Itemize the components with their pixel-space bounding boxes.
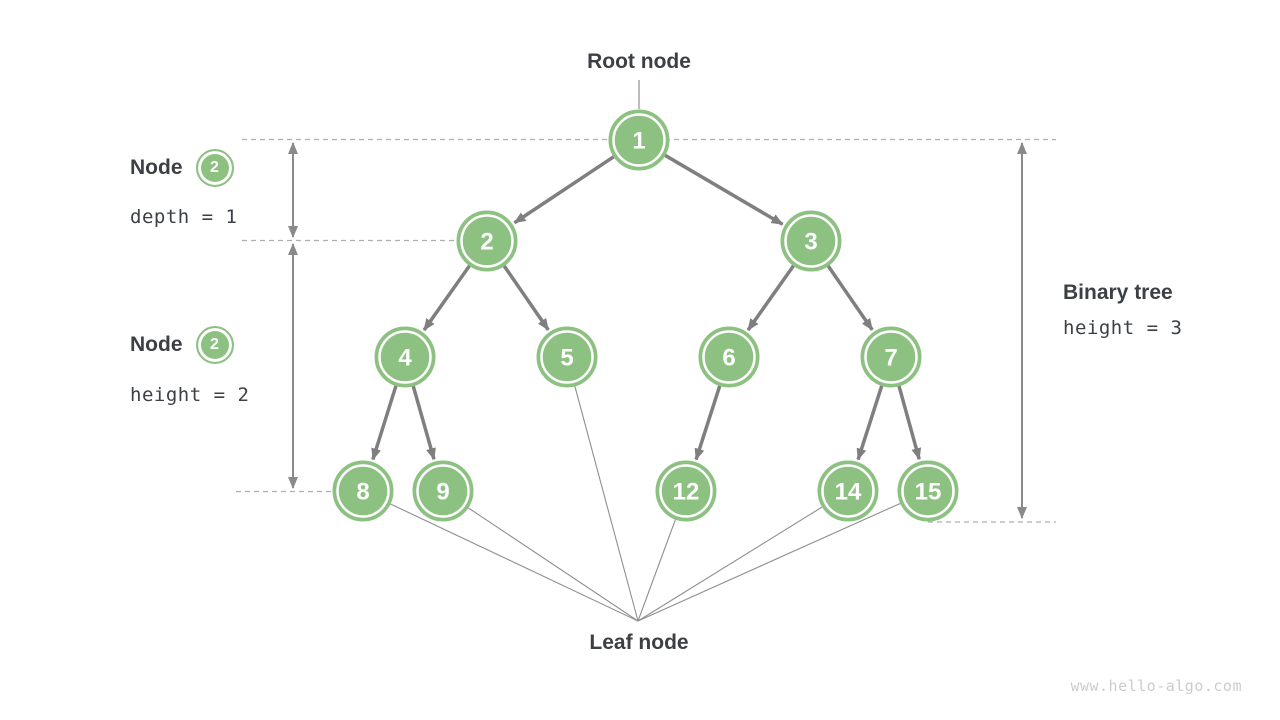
tree-node-ring-15 [901, 464, 955, 518]
tree-node-circle-7 [860, 326, 922, 388]
tree-edge-6-12 [694, 385, 722, 461]
tree-edge-4-9 [411, 385, 436, 461]
tree-node-5: 5 [536, 326, 598, 388]
tree-node-value-12: 12 [673, 479, 700, 506]
tree-edge-1-3 [663, 153, 784, 226]
tree-node-circle-6 [698, 326, 760, 388]
node-depth-title: Node [130, 156, 183, 179]
leaf-pointer-line-5 [574, 386, 639, 622]
tree-node-6: 6 [698, 326, 760, 388]
tree-node-circle-14 [817, 460, 879, 522]
tree-node-ring-4 [378, 330, 432, 384]
watermark: www.hello-algo.com [1070, 677, 1242, 695]
leaf-pointer-line-14 [637, 506, 823, 622]
node-height-badge-circle: 2 [195, 326, 234, 364]
leaf-pointer-line-12 [637, 519, 676, 622]
tree-node-circle-2 [456, 210, 518, 272]
tree-node-ring-14 [821, 464, 875, 518]
tree-node-8: 8 [332, 460, 394, 522]
tree-node-1: 1 [608, 109, 670, 171]
node-depth-metric: depth = 1 [130, 206, 238, 228]
tree-node-circle-9 [412, 460, 474, 522]
tree-node-ring-6 [702, 330, 756, 384]
tree-node-value-14: 14 [835, 479, 862, 506]
tree-node-14: 14 [817, 460, 879, 522]
tree-node-ring-3 [784, 214, 838, 268]
tree-node-value-5: 5 [560, 345, 573, 372]
tree-node-15: 15 [897, 460, 959, 522]
tree-edge-3-7 [826, 264, 874, 331]
tree-node-3: 3 [780, 210, 842, 272]
tree-edge-4-8 [371, 385, 398, 461]
tree-edge-7-15 [897, 385, 922, 461]
tree-node-value-3: 3 [804, 229, 817, 256]
tree-edge-2-4 [422, 264, 472, 332]
binary-tree-title: Binary tree [1063, 281, 1173, 304]
annotation-node-height: Node 2 [130, 326, 234, 364]
tree-node-circle-1 [608, 109, 670, 171]
tree-node-value-1: 1 [632, 128, 645, 155]
tree-node-ring-5 [540, 330, 594, 384]
tree-node-value-15: 15 [915, 479, 942, 506]
annotation-node-depth: Node 2 [130, 149, 234, 187]
tree-node-value-6: 6 [722, 345, 735, 372]
leaf-pointer-line-9 [468, 507, 639, 622]
tree-edge-7-14 [856, 385, 884, 461]
tree-edge-2-5 [502, 264, 550, 331]
tree-edge-3-6 [746, 264, 796, 332]
tree-node-circle-8 [332, 460, 394, 522]
tree-node-ring-7 [864, 330, 918, 384]
tree-node-circle-3 [780, 210, 842, 272]
tree-node-2: 2 [456, 210, 518, 272]
tree-node-circle-15 [897, 460, 959, 522]
tree-node-value-2: 2 [480, 229, 493, 256]
tree-edge-1-2 [513, 155, 615, 225]
tree-node-circle-4 [374, 326, 436, 388]
node-height-title: Node [130, 333, 183, 356]
tree-node-value-9: 9 [436, 479, 449, 506]
tree-node-ring-12 [659, 464, 713, 518]
tree-node-value-8: 8 [356, 479, 369, 506]
tree-node-value-4: 4 [398, 345, 412, 372]
tree-node-12: 12 [655, 460, 717, 522]
tree-node-ring-1 [612, 113, 666, 167]
tree-node-9: 9 [412, 460, 474, 522]
tree-node-ring-2 [460, 214, 514, 268]
node-depth-badge-circle: 2 [195, 149, 234, 187]
leaf-node-label: Leaf node [589, 631, 689, 654]
leaf-pointer-line-8 [390, 503, 639, 622]
root-node-label: Root node [587, 50, 691, 73]
tree-node-circle-5 [536, 326, 598, 388]
tree-node-value-7: 7 [884, 345, 897, 372]
tree-node-7: 7 [860, 326, 922, 388]
binary-tree-metric: height = 3 [1063, 317, 1183, 339]
tree-node-4: 4 [374, 326, 436, 388]
tree-node-ring-8 [336, 464, 390, 518]
leaf-pointer-line-15 [637, 502, 901, 622]
tree-node-ring-9 [416, 464, 470, 518]
node-height-metric: height = 2 [130, 384, 250, 406]
tree-node-circle-12 [655, 460, 717, 522]
